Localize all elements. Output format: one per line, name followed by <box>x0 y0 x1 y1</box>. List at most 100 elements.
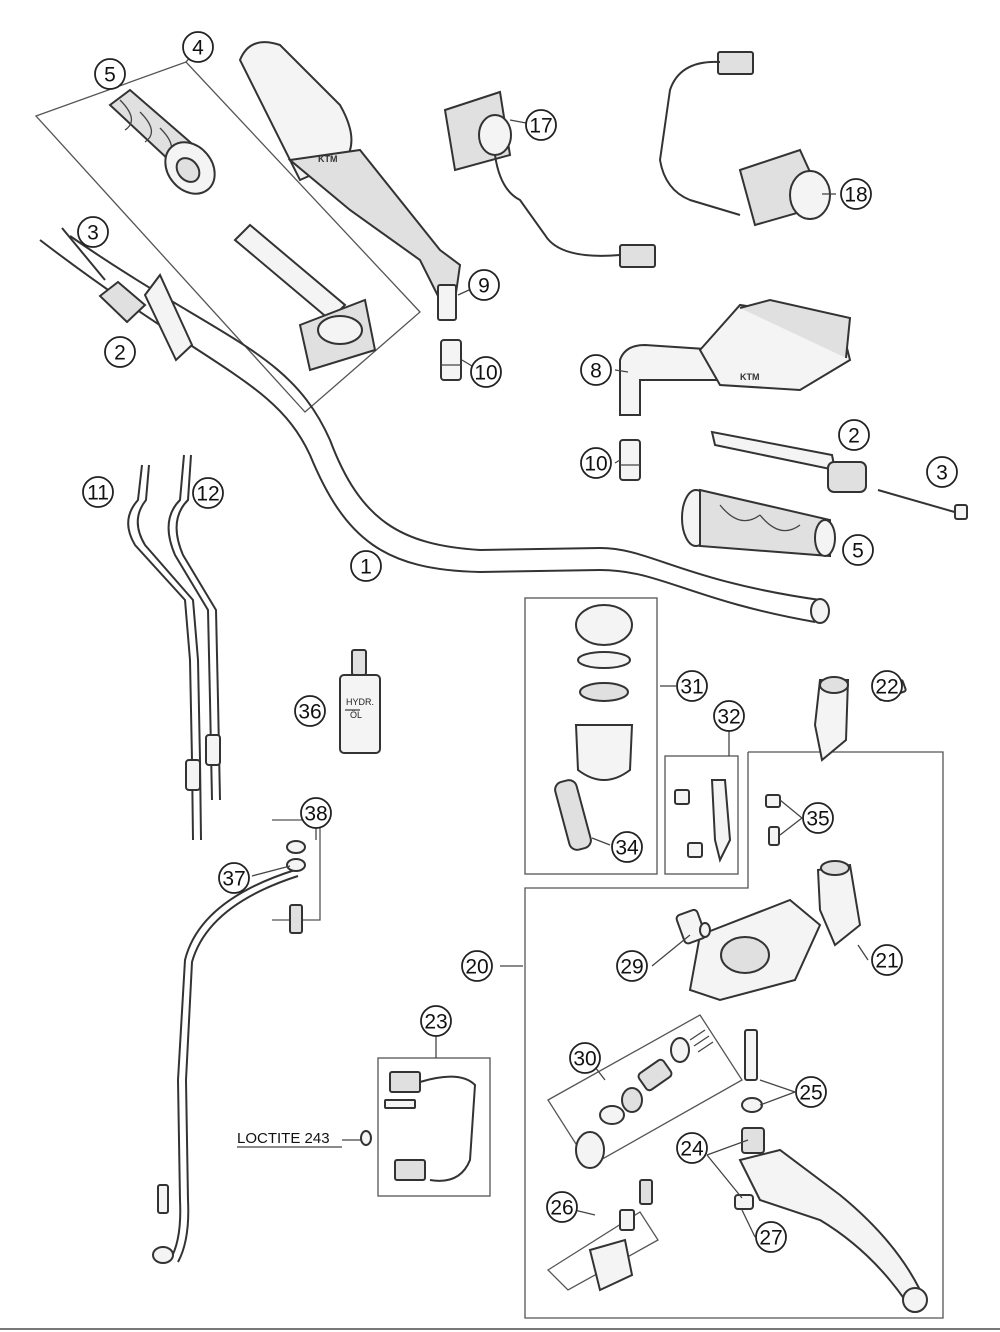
brake-lever <box>734 1029 928 1313</box>
callout-8: 8 <box>580 354 612 386</box>
callout-38: 38 <box>300 797 332 829</box>
callout-3-left: 3 <box>77 216 109 248</box>
pushrod-26 <box>588 1179 653 1292</box>
bottle-label-line1: HYDR. <box>346 697 374 707</box>
callout-3-right-label: 3 <box>936 462 948 485</box>
callout-5-right-label: 5 <box>852 540 864 563</box>
callout-5-right: 5 <box>842 534 874 566</box>
callout-25-label: 25 <box>799 1082 822 1105</box>
callout-27-label: 27 <box>759 1227 782 1250</box>
callout-18-label: 18 <box>844 184 867 207</box>
right-grip <box>681 488 836 558</box>
callout-36-label: 36 <box>298 701 321 724</box>
left-mirror-adapter <box>440 339 462 381</box>
callout-12-label: 12 <box>196 483 219 506</box>
callout-21-label: 21 <box>875 950 898 973</box>
callout-10-left-label: 10 <box>474 362 497 385</box>
right-mirror-logo: KTM <box>740 372 760 382</box>
callout-30-label: 30 <box>573 1048 596 1071</box>
callout-31-label: 31 <box>680 676 703 699</box>
group-box-4 <box>34 61 421 413</box>
throttle-cable-12 <box>167 454 221 801</box>
callout-29: 29 <box>616 950 648 982</box>
callout-3-right: 3 <box>926 456 958 488</box>
handlebar-top-edge <box>69 235 821 601</box>
brake-reservoir <box>554 604 634 851</box>
group-box-23 <box>377 1057 491 1197</box>
group-box-32 <box>664 755 739 875</box>
handlebar-end <box>810 598 830 624</box>
callout-10-right-label: 10 <box>584 453 607 476</box>
callout-2-left-label: 2 <box>114 342 126 365</box>
right-mirror-adapter <box>619 439 641 481</box>
loctite-label: LOCTITE 243 <box>237 1130 330 1147</box>
left-switch-unit <box>443 90 656 268</box>
callout-37: 37 <box>218 862 250 894</box>
callout-38-label: 38 <box>304 803 327 826</box>
hydraulic-oil-bottle: HYDR. ÖL <box>339 649 381 754</box>
callout-5-left-label: 5 <box>104 64 116 87</box>
callout-23-label: 23 <box>424 1011 447 1034</box>
throttle-tube <box>233 223 377 372</box>
callout-18: 18 <box>840 178 872 210</box>
callout-9-label: 9 <box>478 275 490 298</box>
callout-22: 22 <box>871 670 903 702</box>
banjo-fittings <box>286 840 306 934</box>
oring-29 <box>699 922 711 938</box>
loctite-note: LOCTITE 243 <box>237 1130 372 1148</box>
callout-24-label: 24 <box>680 1138 704 1161</box>
piston-kit <box>575 1029 714 1169</box>
callout-26-label: 26 <box>550 1197 573 1220</box>
callout-17: 17 <box>525 109 557 141</box>
left-grip <box>108 88 216 195</box>
callout-25: 25 <box>795 1076 827 1108</box>
callout-29-label: 29 <box>620 956 643 979</box>
group-box-31 <box>524 597 658 875</box>
callout-32: 32 <box>713 700 745 732</box>
callout-2-right: 2 <box>838 419 870 451</box>
group-box-26 <box>546 1211 659 1291</box>
callout-2-left: 2 <box>104 336 136 368</box>
callout-5-left: 5 <box>94 58 126 90</box>
callout-1: 1 <box>350 550 382 582</box>
callout-10-right: 10 <box>580 447 612 479</box>
callout-31: 31 <box>676 670 708 702</box>
callout-12: 12 <box>192 477 224 509</box>
callout-3-left-label: 3 <box>87 222 99 245</box>
callout-20: 20 <box>461 950 493 982</box>
bracket-32 <box>674 779 732 863</box>
callout-10-left: 10 <box>470 356 502 388</box>
callout-34: 34 <box>611 831 643 863</box>
bottle-label-line2: ÖL <box>350 710 362 720</box>
callout-35: 35 <box>802 802 834 834</box>
leader-lines <box>185 47 869 1238</box>
callout-32-label: 32 <box>717 706 740 729</box>
callout-36: 36 <box>294 695 326 727</box>
callout-1-label: 1 <box>360 556 372 579</box>
callout-11-label: 11 <box>87 482 109 505</box>
right-bar-end <box>710 430 968 520</box>
callout-23: 23 <box>420 1005 452 1037</box>
callout-26: 26 <box>546 1191 578 1223</box>
callout-34-label: 34 <box>615 837 639 860</box>
throttle-cable-11 <box>127 464 202 841</box>
brake-hose <box>152 869 299 1264</box>
right-switch-unit <box>658 51 831 227</box>
callout-22-label: 22 <box>875 676 898 699</box>
left-bar-end <box>61 227 194 362</box>
callout-20-label: 20 <box>465 956 488 979</box>
handlebar-bottom-edge <box>39 239 816 623</box>
callout-11: 11 <box>82 476 114 508</box>
callout-4: 4 <box>182 31 214 63</box>
callout-24: 24 <box>676 1132 708 1164</box>
right-mirror: KTM <box>619 298 852 416</box>
callout-17-label: 17 <box>529 115 552 138</box>
callout-4-label: 4 <box>192 37 204 60</box>
callout-2-right-label: 2 <box>848 425 860 448</box>
callout-30: 30 <box>569 1042 601 1074</box>
callout-27: 27 <box>755 1221 787 1253</box>
callout-21: 21 <box>871 944 903 976</box>
group-box-20 <box>524 751 944 1319</box>
callout-9: 9 <box>468 269 500 301</box>
